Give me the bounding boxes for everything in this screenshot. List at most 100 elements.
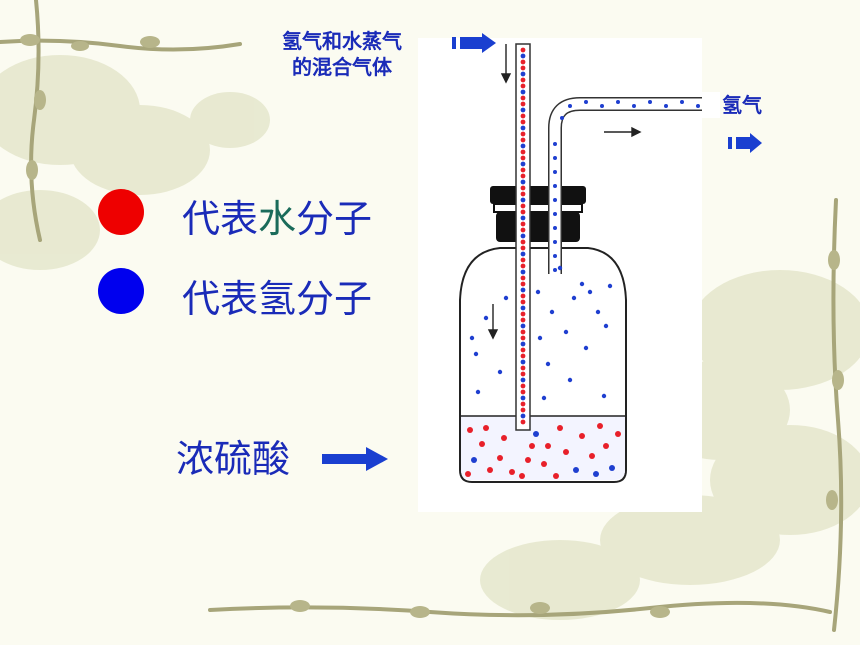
- hydrogen-molecule: [520, 89, 526, 95]
- water-molecule: [520, 275, 526, 281]
- water-molecule: [525, 457, 531, 463]
- water-molecule: [467, 427, 473, 433]
- water-molecule: [541, 461, 547, 467]
- water-molecule: [520, 77, 526, 83]
- hydrogen-molecule: [553, 198, 557, 202]
- water-molecule: [520, 185, 526, 191]
- hydrogen-molecule: [553, 170, 557, 174]
- hydrogen-molecule: [553, 254, 557, 258]
- water-molecule: [557, 425, 563, 431]
- hydrogen-molecule: [533, 431, 539, 437]
- water-molecule: [579, 433, 585, 439]
- hydrogen-molecule: [587, 289, 593, 295]
- hydrogen-molecule: [537, 335, 543, 341]
- hydrogen-molecule: [616, 100, 620, 104]
- hydrogen-molecule: [648, 100, 652, 104]
- hydrogen-molecule: [503, 295, 509, 301]
- water-molecule: [520, 155, 526, 161]
- hydrogen-molecule: [680, 100, 684, 104]
- water-molecule: [501, 435, 507, 441]
- legend-hydrogen-highlight: 氢: [258, 277, 297, 321]
- mixed-gas-label-line2: 的混合气体: [292, 55, 392, 79]
- hydrogen-molecule: [557, 265, 563, 271]
- hydrogen-molecule: [520, 125, 526, 131]
- water-molecule: [520, 317, 526, 323]
- water-molecule: [520, 371, 526, 377]
- legend-water-prefix: 代表: [182, 197, 259, 241]
- hydrogen-molecule: [600, 104, 604, 108]
- water-molecule: [520, 329, 526, 335]
- water-molecule: [603, 443, 609, 449]
- hydrogen-molecule: [579, 281, 585, 287]
- legend-water-suffix: 分子: [296, 197, 373, 241]
- hydrogen-molecule-legend-dot: [98, 268, 144, 314]
- hydrogen-molecule: [571, 295, 577, 301]
- hydrogen-molecule: [583, 345, 589, 351]
- hydrogen-molecule: [603, 323, 609, 329]
- water-molecule: [520, 383, 526, 389]
- hydrogen-molecule: [497, 369, 503, 375]
- water-molecule: [563, 449, 569, 455]
- water-molecule: [553, 473, 559, 479]
- hydrogen-molecule: [553, 268, 557, 272]
- water-molecule: [520, 221, 526, 227]
- legend-hydrogen: 代表氢分子: [182, 268, 372, 323]
- hydrogen-molecule: [601, 393, 607, 399]
- hydrogen-molecule: [607, 283, 613, 289]
- legend-water-highlight: 水: [258, 197, 297, 241]
- water-molecule: [520, 167, 526, 173]
- water-molecule: [545, 443, 551, 449]
- water-molecule: [519, 473, 525, 479]
- hydrogen-molecule: [545, 361, 551, 367]
- water-molecule: [529, 443, 535, 449]
- hydrogen-molecule: [520, 323, 526, 329]
- inlet-arrow-tick: [452, 37, 456, 49]
- water-molecule: [520, 257, 526, 263]
- water-molecule: [520, 419, 526, 425]
- water-molecule: [520, 281, 526, 287]
- water-molecule: [520, 389, 526, 395]
- hydrogen-molecule: [563, 329, 569, 335]
- hydrogen-out-label: 氢气: [722, 93, 762, 117]
- hydrogen-molecule: [553, 240, 557, 244]
- water-molecule: [520, 299, 526, 305]
- hydrogen-molecule: [475, 389, 481, 395]
- hydrogen-molecule: [520, 53, 526, 59]
- inlet-arrow: [460, 37, 482, 49]
- water-molecule: [520, 293, 526, 299]
- water-molecule: [520, 191, 526, 197]
- hydrogen-molecule: [520, 269, 526, 275]
- hydrogen-molecule: [567, 377, 573, 383]
- legend-water: 代表水分子: [182, 188, 372, 243]
- hydrogen-molecule: [520, 287, 526, 293]
- hydrogen-molecule: [520, 413, 526, 419]
- water-molecule: [520, 149, 526, 155]
- legend-hydrogen-prefix: 代表: [182, 277, 259, 321]
- hydrogen-molecule: [483, 315, 489, 321]
- hydrogen-molecule: [632, 104, 636, 108]
- hydrogen-molecule: [469, 335, 475, 341]
- hydrogen-molecule: [696, 104, 700, 108]
- mixed-gas-label-line1: 氢气和水蒸气: [282, 29, 402, 53]
- water-molecule: [520, 95, 526, 101]
- water-molecule: [520, 65, 526, 71]
- hydrogen-molecule: [520, 377, 526, 383]
- hydrogen-molecule: [595, 309, 601, 315]
- water-molecule: [520, 227, 526, 233]
- hydrogen-molecule: [473, 351, 479, 357]
- hydrogen-molecule: [520, 179, 526, 185]
- hydrogen-molecule: [553, 226, 557, 230]
- water-molecule: [520, 407, 526, 413]
- water-molecule: [520, 335, 526, 341]
- water-molecule: [483, 425, 489, 431]
- hydrogen-molecule: [549, 309, 555, 315]
- hydrogen-molecule: [520, 359, 526, 365]
- legend-hydrogen-suffix: 分子: [296, 277, 373, 321]
- hydrogen-molecule: [520, 161, 526, 167]
- water-molecule: [520, 83, 526, 89]
- water-molecule: [520, 47, 526, 53]
- hydrogen-molecule: [520, 341, 526, 347]
- water-molecule: [520, 239, 526, 245]
